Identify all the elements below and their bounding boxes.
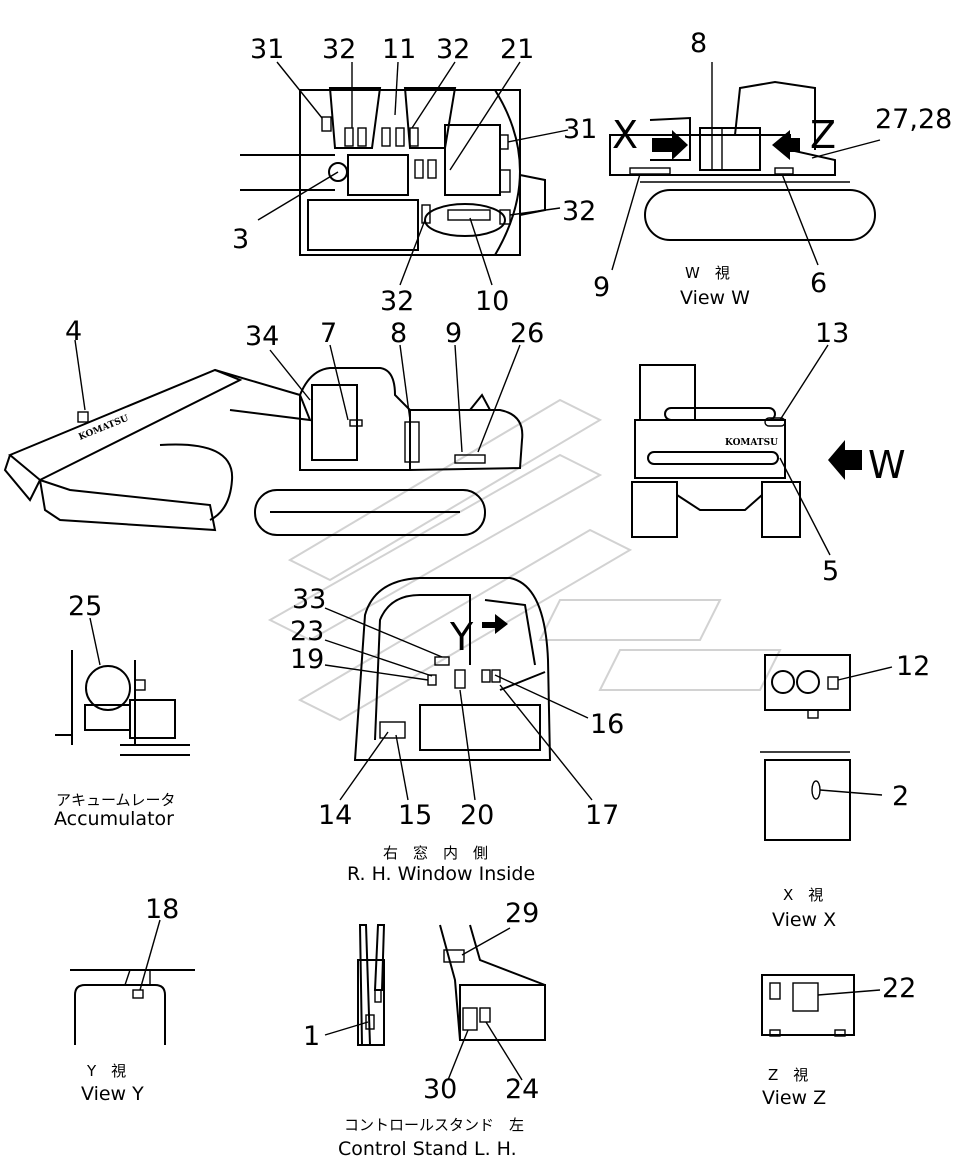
callout-34: 34 xyxy=(245,321,279,352)
accumulator-caption: Accumulator xyxy=(54,808,174,830)
callout-8-side: 8 xyxy=(390,318,407,349)
callout-32-top-a: 32 xyxy=(322,34,356,65)
view-x-labels: 12 2 X 視 View X xyxy=(772,651,930,931)
callout-4: 4 xyxy=(65,316,82,347)
callout-32-bottom: 32 xyxy=(380,286,414,317)
rear-view-drawing: KOMATSU xyxy=(631,344,862,556)
callout-31-top-left: 31 xyxy=(250,34,284,65)
marker-z: Z xyxy=(810,113,836,157)
rh-window-drawing xyxy=(324,577,593,801)
top-view-leaders xyxy=(257,61,569,286)
callout-7: 7 xyxy=(320,318,337,349)
callout-22: 22 xyxy=(882,973,916,1004)
arrow-z-icon xyxy=(772,130,800,160)
excavator-side-callouts: 4 34 7 8 9 26 xyxy=(65,316,544,352)
callout-10: 10 xyxy=(475,286,509,317)
view-x-drawing xyxy=(760,654,893,841)
arrow-y-icon xyxy=(482,614,508,634)
callout-32-right: 32 xyxy=(562,196,596,227)
view-x-caption-jp: X 視 xyxy=(783,886,823,904)
view-z-caption-jp: Z 視 xyxy=(768,1066,808,1084)
callout-18: 18 xyxy=(145,894,179,925)
rh-window-labels: Y 33 23 19 16 14 15 20 17 右 窓 内 側 R. H. … xyxy=(290,584,624,885)
callout-6: 6 xyxy=(810,268,827,299)
view-w-drawing xyxy=(609,62,881,271)
view-w-caption: View W xyxy=(680,287,750,309)
excavator-side-leaders xyxy=(74,339,521,453)
callout-5: 5 xyxy=(822,556,839,587)
rh-window-caption-jp: 右 窓 内 側 xyxy=(383,844,488,862)
rear-view-labels: W 13 5 xyxy=(815,318,906,587)
accumulator-labels: 25 アキュームレータ Accumulator xyxy=(54,591,176,830)
callout-31-top-right: 31 xyxy=(563,114,597,145)
top-view-callouts: 31 32 11 32 21 31 32 3 32 10 xyxy=(232,34,597,317)
callout-21: 21 xyxy=(500,34,534,65)
callout-27-28: 27,28 xyxy=(875,104,952,135)
view-y-caption-jp: Y 視 xyxy=(86,1062,126,1080)
callout-30: 30 xyxy=(423,1074,457,1105)
view-w-caption-jp: W 視 xyxy=(685,264,730,282)
control-stand-caption-jp: コントロールスタンド 左 xyxy=(344,1116,524,1134)
callout-12: 12 xyxy=(896,651,930,682)
accumulator-caption-jp: アキュームレータ xyxy=(56,791,176,809)
counterweight-brand-text: KOMATSU xyxy=(725,438,778,448)
callout-17: 17 xyxy=(585,800,619,831)
rh-window-caption: R. H. Window Inside xyxy=(347,863,535,885)
control-stand-drawing xyxy=(324,924,546,1081)
view-y-drawing: 18 Y 視 View Y xyxy=(70,894,195,1105)
arrow-x-icon xyxy=(652,130,688,160)
view-z-caption: View Z xyxy=(762,1087,826,1109)
control-stand-caption: Control Stand L. H. xyxy=(338,1138,517,1160)
callout-2: 2 xyxy=(892,781,909,812)
callout-29: 29 xyxy=(505,898,539,929)
callout-8-view-w: 8 xyxy=(690,28,707,59)
callout-26: 26 xyxy=(510,318,544,349)
view-w-labels: X Z 8 27,28 9 6 W 視 View W xyxy=(593,28,952,309)
accumulator-drawing xyxy=(55,617,190,756)
callout-9-side: 9 xyxy=(445,318,462,349)
callout-9-view-w: 9 xyxy=(593,272,610,303)
callout-3: 3 xyxy=(232,224,249,255)
callout-11: 11 xyxy=(382,34,416,65)
callout-32-top-b: 32 xyxy=(436,34,470,65)
callout-1: 1 xyxy=(303,1021,320,1052)
top-view-drawing xyxy=(240,87,546,256)
callout-14: 14 xyxy=(318,800,352,831)
callout-33: 33 xyxy=(292,584,326,615)
marker-y: Y xyxy=(449,615,474,659)
callout-16: 16 xyxy=(590,709,624,740)
watermark-logo xyxy=(267,398,782,722)
marker-x: X xyxy=(612,113,638,157)
marker-w: W xyxy=(868,443,906,487)
view-z-drawing: 22 Z 視 View Z xyxy=(761,973,916,1109)
callout-15: 15 xyxy=(398,800,432,831)
arrow-w-icon xyxy=(828,440,862,480)
callout-25: 25 xyxy=(68,591,102,622)
control-stand-labels: 1 29 30 24 コントロールスタンド 左 Control Stand L.… xyxy=(303,898,539,1160)
view-x-caption: View X xyxy=(772,909,836,931)
callout-24: 24 xyxy=(505,1074,539,1105)
callout-19: 19 xyxy=(290,644,324,675)
view-y-caption: View Y xyxy=(81,1083,144,1105)
callout-23: 23 xyxy=(290,616,324,647)
callout-20: 20 xyxy=(460,800,494,831)
callout-13: 13 xyxy=(815,318,849,349)
